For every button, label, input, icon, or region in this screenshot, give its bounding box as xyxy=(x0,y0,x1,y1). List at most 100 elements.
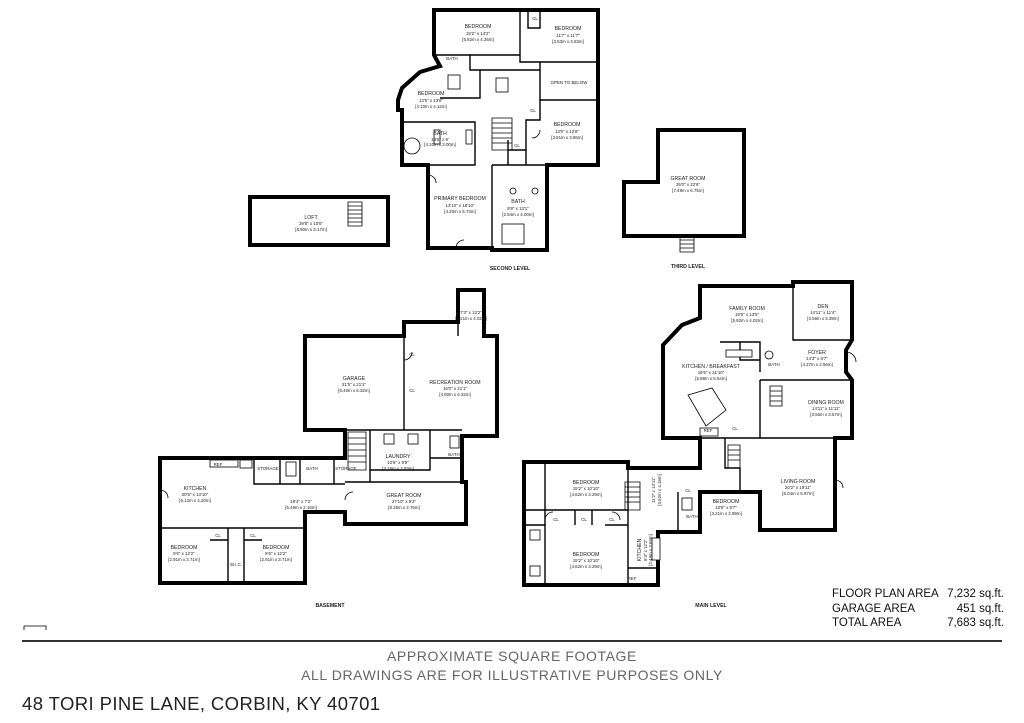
area-label: GARAGE AREA xyxy=(832,602,916,615)
closet-label: CL xyxy=(581,517,587,522)
room-name: FAMILY ROOM xyxy=(729,306,765,312)
room-name: GREAT ROOM xyxy=(671,176,706,182)
room-name: BEDROOM xyxy=(554,122,581,128)
footage-disclaimer: APPROXIMATE SQUARE FOOTAGE xyxy=(386,648,637,664)
room-metric: [3.56m x 3.57m] xyxy=(810,412,841,417)
closet-label: CL xyxy=(215,533,221,538)
room-name: BEDROOM xyxy=(418,91,445,97)
room-metric: [4.20m x 5.73m] xyxy=(444,209,475,214)
room-metric: [6.12m x 4.20m] xyxy=(179,498,210,503)
room-name: BATH xyxy=(433,131,447,137)
room-dims: 27'10" x 9'2" xyxy=(392,499,417,504)
open-below-label: OPEN TO BELOW xyxy=(551,80,589,85)
room-dims: 25'0" x 22'6" xyxy=(676,182,701,187)
level-label: SECOND LEVEL xyxy=(490,266,531,272)
room-name: PRIMARY BEDROOM xyxy=(434,196,486,202)
room-dims: 13'0" x 12'8" xyxy=(555,129,580,134)
room-metric: [3.53m x 3.53m] xyxy=(552,39,583,44)
room-metric: [6.04m x 5.97m] xyxy=(782,491,813,496)
room-metric: [6.40m x 6.32m] xyxy=(338,388,369,393)
room-dims: 14'11" x 11'11" xyxy=(812,406,840,411)
room-dims: 11'2" x 13'11" xyxy=(651,477,656,503)
room-name: BEDROOM xyxy=(573,480,600,486)
room-dims: 20'2" x 19'11" xyxy=(785,485,812,490)
room-metric: [5.49m x 2.16m] xyxy=(285,505,316,510)
room-dims: 14'3" x 8'7" xyxy=(806,356,828,361)
bath-label: BATH xyxy=(448,452,459,457)
bath-label: BATH xyxy=(768,362,779,367)
room-dims: 11'7" x 11'7" xyxy=(556,33,580,38)
level-label: BASEMENT xyxy=(315,603,345,609)
room-name: GARAGE xyxy=(343,376,366,382)
room-metric: [2.94m x 4.00m] xyxy=(502,212,533,217)
closet-label: CL xyxy=(250,533,256,538)
room-metric: [4.27m x 2.56m] xyxy=(801,362,832,367)
bath-label: BATH xyxy=(446,56,457,61)
room-metric: [4.10m x 4.12m] xyxy=(415,104,446,109)
room-dims: 19'5" x 13'5" xyxy=(735,312,760,317)
storage-label: STORAGE xyxy=(257,466,278,471)
room-metric: [3.56m x 3.39m] xyxy=(807,316,838,321)
ref-label: REF xyxy=(628,576,637,581)
area-value: 451 sq.ft. xyxy=(956,602,1004,615)
room-name: KITCHEN xyxy=(184,486,207,492)
room-name: LIVING ROOM xyxy=(781,479,816,485)
room-metric: [2.21m x 4.02m] xyxy=(455,316,486,321)
room-dims: 9'6" x 12'2" xyxy=(265,551,287,556)
room-name: KITCHEN xyxy=(637,538,643,561)
room-dims: 29'8" x 10'5" xyxy=(299,221,324,226)
property-address: 48 TORI PINE LANE, CORBIN, KY 40701 xyxy=(22,693,381,714)
room-metric: [4.62m x 3.29m] xyxy=(570,492,601,497)
basement-plan: GARAGE 21'5" x 21'1" [6.40m x 6.32m] 7'3… xyxy=(158,288,499,609)
room-dims: 9'6" x 12'2" xyxy=(173,551,195,556)
room-metric: [8.90m x 3.17m] xyxy=(295,227,326,232)
area-value: 7,683 sq.ft. xyxy=(947,617,1004,629)
room-dims: 8'4" x 12'2" xyxy=(643,539,648,561)
room-dims: 16'0" x 21'1" xyxy=(443,386,468,391)
room-metric: [3.52m x 4.18m] xyxy=(657,474,662,505)
closet-label: CL xyxy=(685,488,691,493)
wic-label: W.I.C. xyxy=(230,562,242,567)
closet-label: CL xyxy=(409,388,415,393)
room-name: GREAT ROOM xyxy=(387,493,422,499)
room-metric: [7.49m x 6.75m] xyxy=(672,188,703,193)
room-metric: [3.91m x 3.86m] xyxy=(551,135,582,140)
area-label: FLOOR PLAN AREA xyxy=(832,588,939,600)
closet-label: CL xyxy=(532,16,538,21)
room-name: RECREATION ROOM xyxy=(429,380,480,386)
room-name: BEDROOM xyxy=(713,499,740,505)
room-name: LAUNDRY xyxy=(386,454,411,460)
room-metric: [2.49m x 3.69m] xyxy=(648,534,653,565)
bath-label: BATH xyxy=(686,514,697,519)
room-dims: 19'2" x 14'2" xyxy=(466,31,491,36)
level-label: THIRD LEVEL xyxy=(671,264,706,270)
area-summary: FLOOR PLAN AREA 7,232 sq.ft. GARAGE AREA… xyxy=(832,587,1004,631)
closet-label: CL xyxy=(732,426,738,431)
room-name: BEDROOM xyxy=(465,24,492,30)
room-dims: 13'5" x 9' xyxy=(431,137,449,142)
room-metric: [5.92m x 4.02m] xyxy=(731,318,762,323)
room-name: DINING ROOM xyxy=(808,400,844,406)
room-dims: 7'3" x 13'2" xyxy=(460,310,482,315)
scale-bar xyxy=(23,625,47,630)
room-dims: 19'5" x 21'10" xyxy=(698,370,725,375)
bath-label: BATH xyxy=(306,466,317,471)
room-name: BEDROOM xyxy=(573,552,600,558)
area-row-total: TOTAL AREA 7,683 sq.ft. xyxy=(832,616,1004,631)
level-label: MAIN LEVEL xyxy=(695,603,727,609)
ref-label: REF xyxy=(214,462,223,467)
area-label: TOTAL AREA xyxy=(832,617,902,629)
room-metric: [5.88m x 6.54m] xyxy=(695,376,726,381)
room-metric: [4.62m x 3.29m] xyxy=(570,564,601,569)
room-metric: [3.16m x 2.93m] xyxy=(382,466,413,471)
closet-label: CL xyxy=(553,517,559,522)
room-dims: 21'5" x 21'1" xyxy=(342,382,367,387)
area-row-floor: FLOOR PLAN AREA 7,232 sq.ft. xyxy=(832,587,1004,602)
room-dims: 10'6" x 9'9" xyxy=(387,460,409,465)
room-metric: [2.91m x 3.71m] xyxy=(168,557,199,562)
room-metric: [4.80m x 6.32m] xyxy=(439,392,470,397)
room-metric: [5.82m x 4.26m] xyxy=(462,37,493,42)
room-metric: [2.91m x 3.71m] xyxy=(260,557,291,562)
room-name: BEDROOM xyxy=(171,545,198,551)
